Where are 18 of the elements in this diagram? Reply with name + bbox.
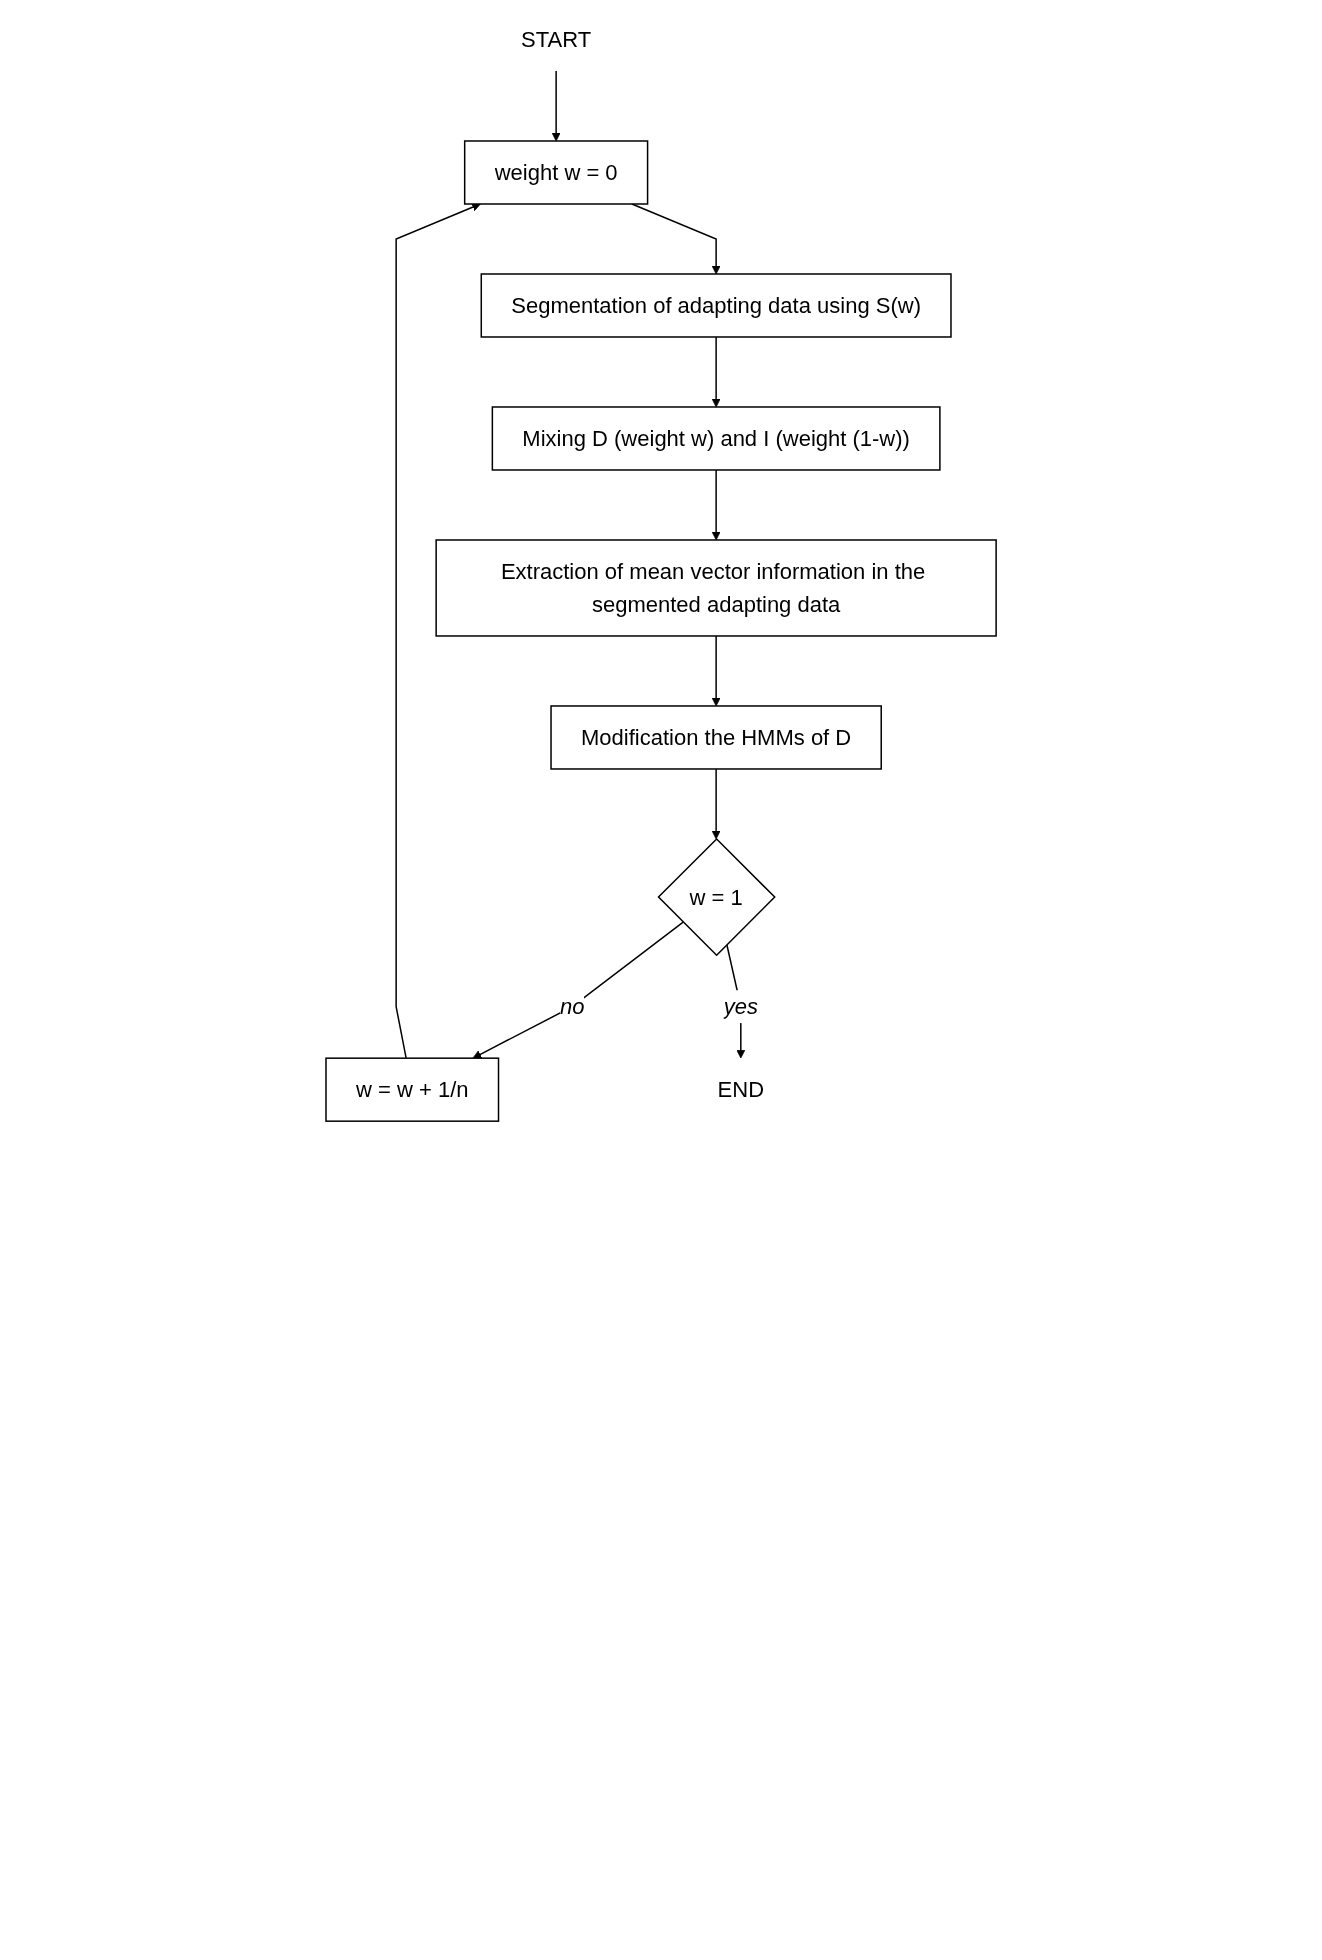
- node-box: Mixing D (weight w) and I (weight (1-w)): [491, 406, 941, 471]
- arrow: [395, 202, 481, 1059]
- node-box: Extraction of mean vector information in the segmented adapting data: [435, 539, 997, 637]
- arrow: [551, 70, 561, 142]
- node-box: Segmentation of adapting data using S(w): [480, 273, 952, 338]
- arrow: [711, 336, 721, 408]
- node-box: Modification the HMMs of D: [550, 705, 882, 770]
- arrow: [631, 203, 721, 275]
- arrow: [711, 768, 721, 840]
- arrow: [472, 921, 684, 1059]
- node-text: START: [521, 27, 592, 52]
- node-diamond: w = 1: [657, 837, 776, 957]
- node-text: END: [717, 1077, 764, 1103]
- arrow: [711, 469, 721, 541]
- arrow: [711, 635, 721, 707]
- node-box: w = w + 1/n: [325, 1057, 500, 1122]
- edge-label: no: [559, 994, 585, 1020]
- node-box: weight w = 0: [463, 140, 649, 205]
